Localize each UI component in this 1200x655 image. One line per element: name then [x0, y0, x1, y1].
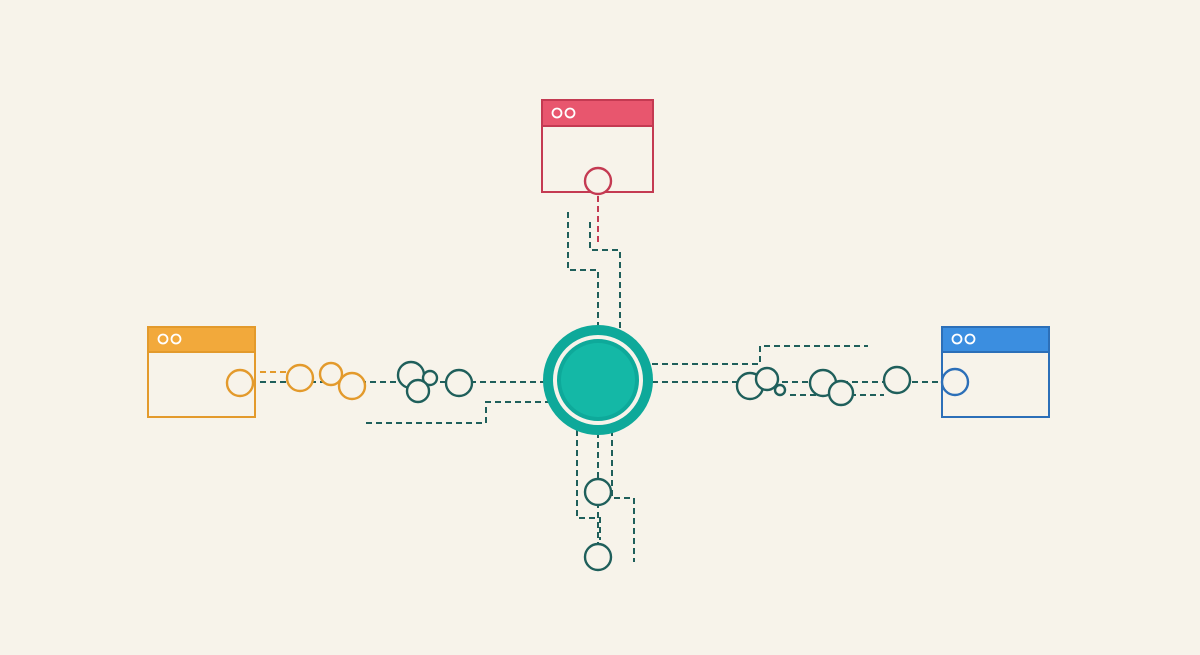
window-top-titlebar [541, 99, 654, 127]
packet-teal-icon [583, 542, 613, 572]
packet-orange-icon [285, 363, 315, 393]
window-right-dot-icon [964, 333, 976, 345]
packet-orange-icon [337, 371, 367, 401]
window-left-dot-icon [170, 333, 182, 345]
packets-left [225, 360, 474, 404]
window-left-dot-icon [157, 333, 169, 345]
window-right-dot-icon [951, 333, 963, 345]
central-hub [543, 325, 653, 435]
packet-orange-icon [225, 368, 255, 398]
connector-left-lower [366, 401, 552, 424]
connector-right-upper [652, 345, 868, 365]
packet-orange-icon [318, 361, 344, 387]
packet-teal-icon [583, 477, 613, 507]
window-top-dot-icon [564, 107, 576, 119]
packet-teal-icon [754, 366, 780, 392]
window-left [147, 326, 256, 418]
window-right-titlebar [941, 326, 1050, 353]
window-top-port-icon [583, 166, 613, 196]
connector-bottom-a [576, 420, 601, 540]
packets-bottom [583, 477, 613, 572]
connector-top-b [589, 222, 621, 345]
packet-teal-icon [421, 369, 439, 387]
window-left-titlebar [147, 326, 256, 353]
central-hub-icon [561, 343, 635, 417]
packets-right [735, 365, 970, 407]
window-top-dot-icon [551, 107, 563, 119]
packet-teal-icon [405, 378, 431, 404]
packet-teal-icon [882, 365, 912, 395]
packet-teal-icon [827, 379, 855, 407]
hub-inner-gap [553, 335, 643, 425]
packet-teal-icon [444, 368, 474, 398]
connector-top-a [567, 212, 599, 345]
packet-blue-icon [940, 367, 970, 397]
connector-bottom-b [611, 430, 635, 562]
window-top [541, 99, 654, 196]
packet-teal-icon [773, 383, 787, 397]
